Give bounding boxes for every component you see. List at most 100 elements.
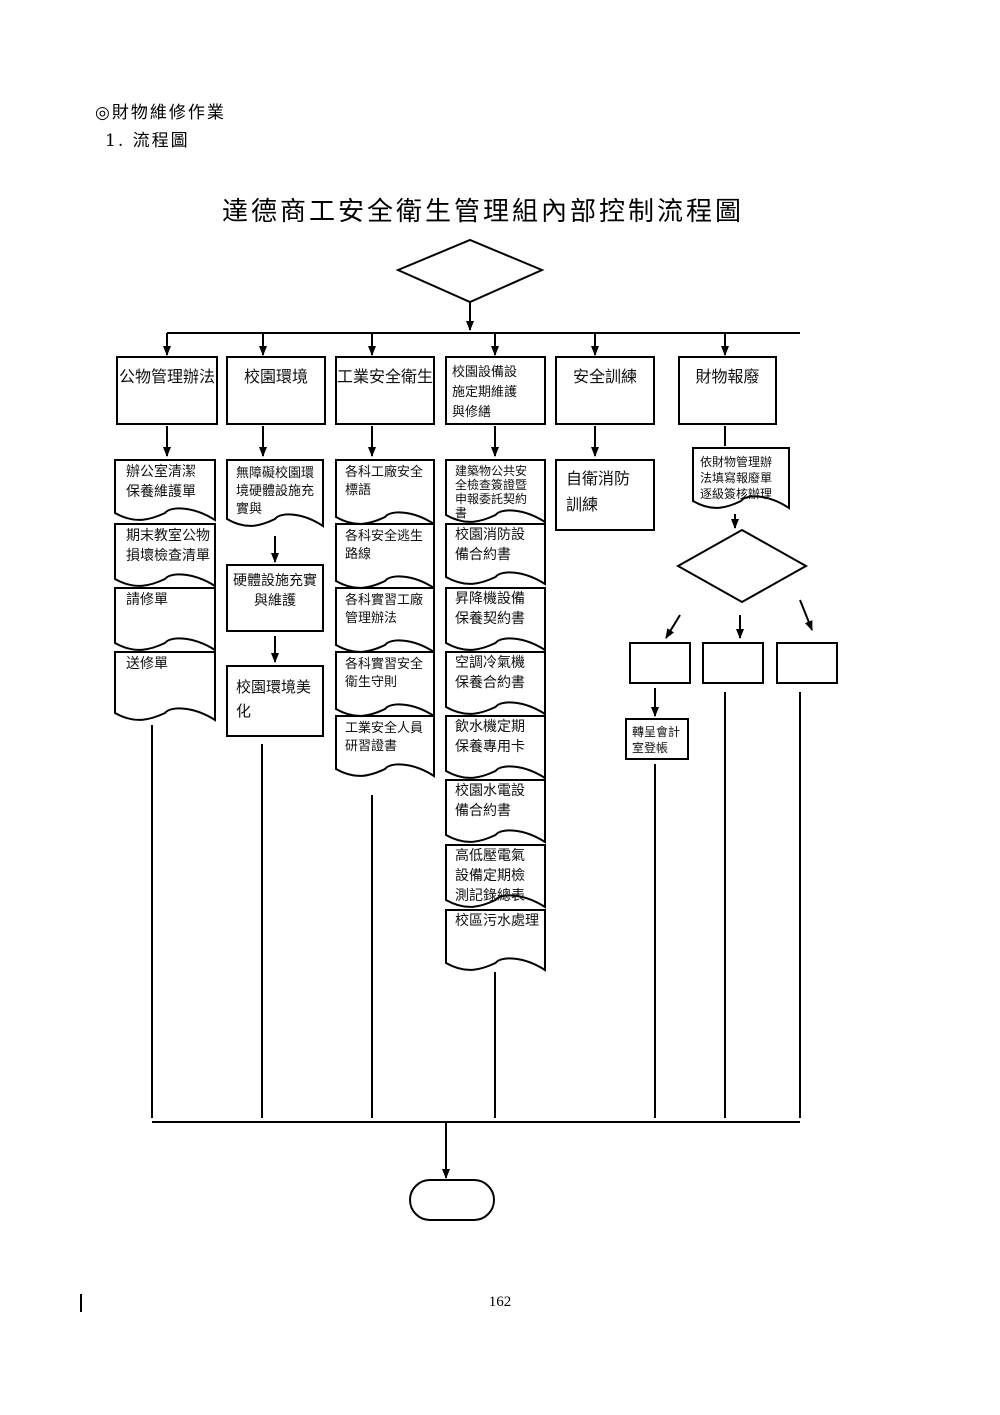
header-label-2: 工業安全衛生 [337, 367, 433, 386]
header-label-3-line: 與修繕 [452, 404, 491, 420]
doc-text-c2-4-line: 研習證書 [345, 738, 397, 754]
process-box-header-5 [678, 356, 777, 425]
document-c3-4 [445, 715, 546, 780]
doc-text-c3-6-line: 測記錄總表 [455, 887, 525, 904]
flowchart-title: 達德商工安全衛生管理組內部控制流程圖 [222, 197, 744, 227]
document-c0-3 [114, 651, 216, 722]
doc-text-c0-0-line: 保養維護單 [126, 483, 196, 500]
document-c2-4 [335, 715, 435, 778]
document-c2-0 [335, 459, 435, 526]
doc-text-c3-4: 飲水機定期保養專用卡 [455, 719, 525, 755]
section-heading: ◎財物維修作業 [95, 103, 226, 123]
doc-text-c3-0-line: 全檢查簽證暨 [455, 477, 527, 492]
document-c2-1 [335, 523, 435, 590]
start-decision [395, 238, 545, 304]
document-c0-0 [114, 459, 216, 522]
document-c0-1 [114, 523, 216, 588]
doc-text-c3-4-line: 保養專用卡 [455, 738, 525, 755]
doc-text-c3-5-line: 校園水電設 [455, 782, 525, 799]
doc-text-c3-5-line: 備合約書 [455, 803, 511, 819]
header-label-3: 校園設備設施定期維護與修繕 [452, 364, 517, 420]
doc-text-c3-1-line: 校園消防設 [455, 526, 525, 543]
doc-text-c3-6-line: 設備定期檢 [455, 867, 525, 884]
doc-text-c2-3: 各科實習安全衛生守則 [345, 656, 423, 690]
step-text-c1-0-line: 硬體設施充實 [233, 572, 317, 589]
document-c2-2 [335, 587, 435, 654]
doc-text-c3-3-line: 空調冷氣機 [455, 655, 525, 671]
document-c5-0 [692, 447, 790, 510]
doc-text-c2-1-line: 路線 [345, 546, 371, 562]
step-text-c4-0: 自衛消防訓練 [566, 469, 630, 514]
doc-text-c3-6-line: 高低壓電氣 [455, 847, 525, 864]
doc-text-c2-2-line: 管理辦法 [345, 611, 397, 626]
step-text-c1-0-line: 與維護 [254, 593, 296, 609]
doc-text-c3-2: 昇降機設備保養契約書 [455, 591, 525, 627]
process-box-c4-0 [555, 459, 655, 531]
document-c1-0 [226, 459, 324, 528]
header-label-2-line: 工業安全衛生 [337, 367, 433, 386]
document-c3-2 [445, 587, 546, 652]
header-label-5-line: 財物報廢 [695, 367, 759, 386]
doc-text-c2-0-line: 各科工廠安全 [345, 464, 423, 480]
doc-text-c3-7: 校區污水處理 [455, 912, 539, 929]
doc-text-c3-7-line: 校區污水處理 [455, 912, 539, 929]
doc-text-c3-1-line: 備合約書 [455, 547, 511, 563]
doc-text-c1-0: 無障礙校園環境硬體設施充實與 [236, 465, 314, 517]
doc-text-c5-0: 依財物管理辦法填寫報廢單逐級簽核辦理 [700, 454, 772, 501]
doc-text-c0-3: 送修單 [126, 656, 168, 672]
process-box-header-2 [335, 356, 435, 425]
decision-c5 [675, 528, 809, 604]
document-c3-3 [445, 651, 546, 716]
process-box-accounting [625, 718, 689, 760]
margin-mark [80, 1294, 82, 1312]
doc-text-c2-4: 工業安全人員研習證書 [345, 720, 423, 754]
doc-text-c2-0: 各科工廠安全標語 [345, 464, 423, 498]
doc-text-c2-4-line: 工業安全人員 [345, 720, 423, 736]
doc-text-c3-0-line: 書 [455, 506, 467, 520]
doc-text-c3-5: 校園水電設備合約書 [455, 782, 525, 819]
document-c3-1 [445, 523, 546, 586]
header-label-4-line: 安全訓練 [573, 367, 637, 386]
process-box-header-3 [445, 356, 546, 425]
document-c3-6 [445, 844, 546, 909]
doc-text-c1-0-line: 實與 [236, 501, 262, 517]
doc-text-c2-0-line: 標語 [345, 482, 371, 498]
document-c2-3 [335, 651, 435, 718]
doc-text-c3-0-line: 建築物公共安 [455, 463, 527, 478]
doc-text-c0-2-line: 請修單 [126, 592, 168, 608]
step-text-c1-1: 校園環境美化 [236, 678, 311, 720]
doc-text-c0-1: 期末教室公物損壞檢查清單 [126, 527, 210, 564]
process-box-sale [629, 642, 691, 684]
doc-text-c3-2-line: 保養契約書 [455, 610, 525, 627]
header-label-5: 財物報廢 [695, 367, 759, 386]
step-text-c1-0: 硬體設施充實與維護 [233, 572, 317, 609]
doc-text-c3-3: 空調冷氣機保養合約書 [455, 655, 525, 691]
process-box-recycle [776, 642, 838, 684]
doc-text-c3-0: 建築物公共安全檢查簽證暨申報委託契約書 [455, 463, 527, 520]
doc-text-c3-4-line: 飲水機定期 [455, 719, 525, 735]
process-box-donate [702, 642, 764, 684]
doc-text-c0-0: 辦公室清潔保養維護單 [126, 463, 196, 500]
accounting-text-line: 轉呈會計 [632, 724, 680, 739]
process-box-c1-2 [226, 665, 324, 737]
doc-text-c0-0-line: 辦公室清潔 [126, 463, 196, 480]
header-label-4: 安全訓練 [573, 367, 637, 386]
doc-text-c2-3-line: 各科實習安全 [345, 656, 423, 672]
process-box-header-4 [555, 356, 655, 425]
header-label-1-line: 校園環境 [244, 367, 308, 386]
header-label-3-line: 校園設備設 [452, 364, 517, 380]
header-label-0-line: 公物管理辦法 [119, 367, 215, 386]
doc-text-c0-3-line: 送修單 [126, 656, 168, 672]
doc-text-c5-0-line: 依財物管理辦 [700, 454, 772, 469]
document-c3-5 [445, 779, 546, 844]
doc-text-c3-0-line: 申報委託契約 [455, 491, 527, 506]
doc-text-c2-3-line: 衛生守則 [345, 675, 397, 690]
process-box-header-1 [226, 356, 326, 425]
doc-text-c2-1-line: 各科安全逃生 [345, 528, 423, 544]
document-c0-2 [114, 587, 216, 652]
doc-text-c0-1-line: 期末教室公物 [126, 527, 210, 544]
flowchart: 達德商工安全衛生管理組內部控制流程圖 公物管理辦法校園環境工業安全衛生校園設備設… [114, 197, 838, 1221]
doc-text-c3-1: 校園消防設備合約書 [455, 526, 525, 563]
document-c3-0 [445, 459, 546, 524]
doc-text-c3-3-line: 保養合約書 [455, 674, 525, 691]
